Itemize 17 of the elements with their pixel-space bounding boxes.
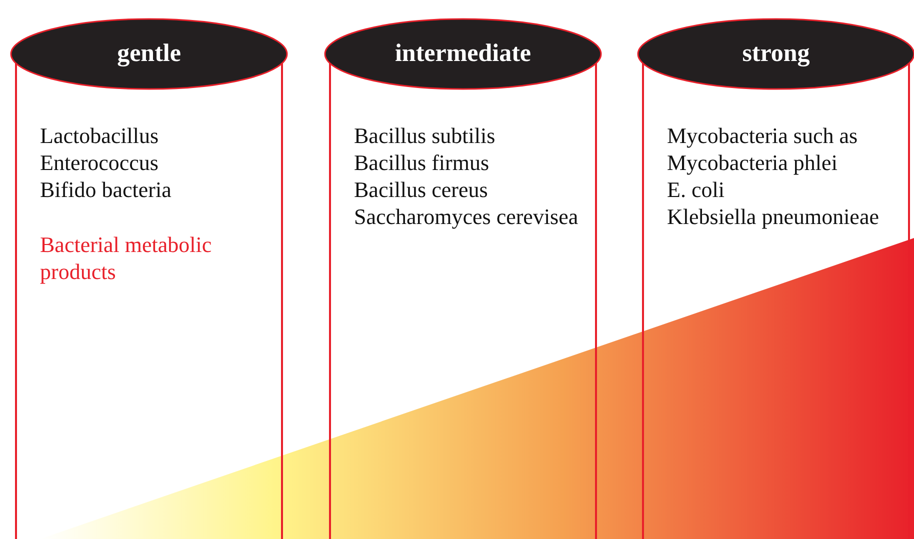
column-heading: strong <box>741 39 811 69</box>
list-item: Enterococcus <box>40 149 160 176</box>
list-item: Mycobacteria such as Mycobacteria phlei <box>667 122 859 176</box>
list-item: Bacillus cereus <box>354 176 489 203</box>
list-item: Saccharomyces cerevisea <box>354 203 580 230</box>
column-heading: intermediate <box>394 39 532 69</box>
list-item: Bacterial metabolic products <box>40 231 213 285</box>
list-item: Bifido bacteria <box>40 176 172 203</box>
column-panel <box>324 18 602 539</box>
column-heading: gentle <box>116 39 182 69</box>
list-item: Bacillus firmus <box>354 149 490 176</box>
column-panel <box>637 18 914 539</box>
list-item: Klebsiella pneumonieae <box>667 203 880 230</box>
column-panel <box>10 18 288 539</box>
list-item: Lactobacillus <box>40 122 160 149</box>
list-item: E. coli <box>667 176 726 203</box>
list-item: Bacillus subtilis <box>354 122 496 149</box>
